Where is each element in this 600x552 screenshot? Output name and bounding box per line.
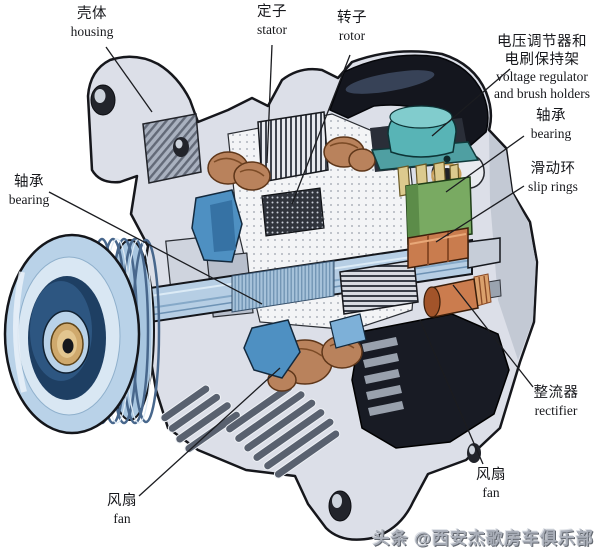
brush-holder <box>405 176 473 245</box>
label-fan-right-en: fan <box>482 484 500 500</box>
label-stator: 定子 stator <box>222 4 322 38</box>
leader-lines <box>48 44 534 497</box>
label-stator-zh: 定子 <box>257 4 287 20</box>
label-housing: 壳体 housing <box>32 6 152 40</box>
voltage-regulator <box>370 105 480 171</box>
label-bearing-right-zh: 轴承 <box>536 108 566 124</box>
label-bearing-left: 轴承 bearing <box>0 174 58 208</box>
label-regulator: 电压调节器和 电刷保持架 voltage regulator and brush… <box>486 34 598 102</box>
mounting-hole-foot <box>328 443 481 522</box>
label-slip-rings-zh: 滑动环 <box>530 161 576 177</box>
label-rotor: 转子 rotor <box>302 10 402 44</box>
label-stator-en: stator <box>257 21 287 37</box>
label-rotor-zh: 转子 <box>337 10 367 26</box>
label-rectifier-en: rectifier <box>534 402 578 418</box>
leader-housing <box>105 46 153 113</box>
label-rectifier: 整流器 rectifier <box>516 385 596 419</box>
pulley <box>3 233 161 435</box>
slip-rings-part <box>407 227 469 269</box>
vent-slots-center <box>225 383 341 479</box>
label-regulator-zh1: 电压调节器和 <box>497 34 587 50</box>
label-rectifier-zh: 整流器 <box>533 385 579 401</box>
label-housing-zh: 壳体 <box>77 6 107 22</box>
leader-fan-right <box>419 319 484 465</box>
stator-core <box>257 111 329 183</box>
leader-stator <box>266 44 273 164</box>
label-fan-right: 风扇 fan <box>451 467 531 501</box>
leader-regulator <box>431 68 511 137</box>
stator-core-lower <box>339 259 419 315</box>
label-fan-left-en: fan <box>113 510 131 526</box>
label-bearing-right-en: bearing <box>530 125 572 141</box>
leader-fan-left <box>138 367 281 497</box>
label-slip-rings-en: slip rings <box>528 178 578 194</box>
label-regulator-en1: voltage regulator <box>496 69 588 85</box>
label-fan-left-zh: 风扇 <box>107 493 137 509</box>
label-fan-left: 风扇 fan <box>82 493 162 527</box>
leader-bearing-left <box>48 191 263 305</box>
label-fan-right-zh: 风扇 <box>476 467 506 483</box>
rotor-winding-section <box>261 187 325 237</box>
label-bearing-left-en: bearing <box>8 191 50 207</box>
label-rotor-en: rotor <box>338 27 366 43</box>
leader-slip-rings <box>435 185 525 243</box>
label-slip-rings: 滑动环 slip rings <box>508 161 598 195</box>
mounting-hole-top <box>90 84 189 157</box>
stator-winding-top <box>207 136 376 191</box>
rotor-claw-pole <box>191 189 243 263</box>
rotor-shaft <box>149 237 501 324</box>
fan-blades <box>243 313 367 379</box>
rear-end-cover <box>351 313 510 449</box>
label-bearing-left-zh: 轴承 <box>14 174 44 190</box>
label-regulator-en2: and brush holders <box>494 85 590 101</box>
rectifier-diode <box>423 273 502 318</box>
bracket-hatch <box>142 113 202 184</box>
watermark: 头条 @西安杰歌房车俱乐部 <box>372 529 594 548</box>
leader-rotor <box>291 54 351 205</box>
label-bearing-right: 轴承 bearing <box>511 108 591 142</box>
label-housing-en: housing <box>70 23 114 39</box>
label-regulator-zh2: 电刷保持架 <box>504 51 580 68</box>
leader-rectifier <box>452 284 534 388</box>
leader-bearing-right <box>445 135 525 193</box>
housing-shade <box>489 132 536 360</box>
